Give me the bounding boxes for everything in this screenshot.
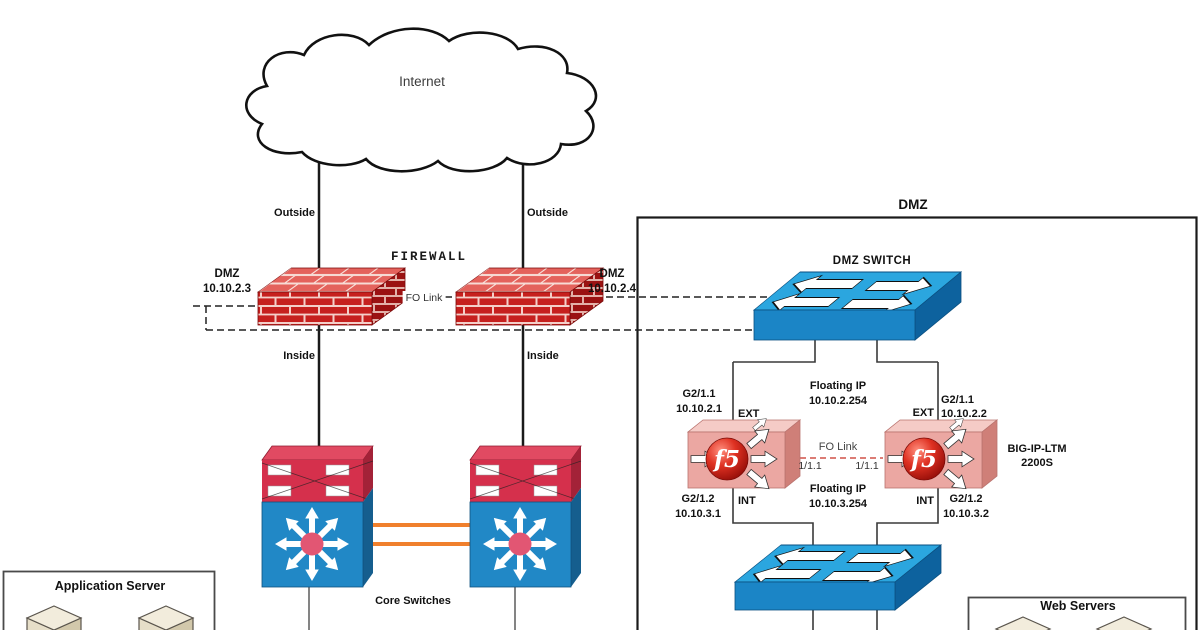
f5-folink-port-right: 1/1.1	[855, 460, 879, 472]
f5-model-label: BIG-IP-LTM 2200S	[1007, 442, 1066, 470]
ip: 10.10.3.1	[675, 507, 721, 520]
f5-folink-port-left: 1/1.1	[798, 460, 822, 472]
web-servers-title: Web Servers	[1040, 599, 1116, 613]
f5-right-int-port-label: G2/1.2 10.10.3.2	[943, 492, 989, 521]
core-interconnect-links	[367, 523, 472, 546]
ip: 10.10.2.1	[676, 402, 722, 415]
outside-label-right: Outside	[527, 207, 568, 219]
zone-name: DMZ	[599, 268, 625, 280]
internet-cloud-icon	[245, 27, 598, 173]
port: G2/1.2	[949, 493, 983, 505]
outside-label-left: Outside	[274, 207, 315, 219]
zone-ip: 10.10.2.3	[203, 283, 251, 295]
application-server-title: Application Server	[54, 579, 166, 593]
f5-logo-right: f5	[909, 446, 937, 473]
zone-name: DMZ	[214, 268, 240, 280]
core-downlinks	[308, 584, 516, 630]
link-dmzswitch-f5right-ext	[876, 340, 938, 363]
app-server-icon-1	[25, 605, 83, 630]
core-switch-right-icon	[469, 445, 582, 588]
f5-right-ext-port-label: G2/1.1 10.10.2.2	[941, 393, 987, 421]
app-server-icon-2	[137, 605, 195, 630]
ip: 10.10.2.2	[941, 408, 987, 420]
internet-label: Internet	[399, 74, 445, 89]
firewall-right-icon	[455, 267, 604, 326]
dmz-zone-border	[636, 216, 1198, 630]
model-number: 2200S	[1021, 457, 1053, 469]
floating-ip-title: Floating IP	[809, 380, 867, 392]
dmz-switch-icon	[752, 271, 963, 341]
core-switches-label: Core Switches	[375, 595, 451, 607]
f5-left-ext-label: EXT	[738, 408, 760, 420]
firewall-folink-label: FO Link	[402, 291, 446, 306]
f5-left-ext-port-label: G2/1.1 10.10.2.1	[676, 387, 722, 416]
model-name: BIG-IP-LTM	[1007, 443, 1067, 455]
f5-logo-left: f5	[712, 446, 740, 473]
web-server-icon-2	[1095, 616, 1153, 630]
firewall-title: FIREWALL	[390, 250, 468, 264]
port: G2/1.1	[682, 388, 716, 400]
dmz-zone-title: DMZ	[898, 197, 928, 212]
f5-left-icon: f5	[686, 414, 802, 496]
web-server-icon-1	[994, 616, 1052, 630]
f5-right-icon: f5	[883, 414, 999, 496]
firewall-left-dmz-label: DMZ 10.10.2.3	[203, 267, 251, 297]
f5-right-int-label: INT	[916, 495, 934, 507]
server-cubes	[25, 605, 1153, 630]
f5-left-int-port-label: G2/1.2 10.10.3.1	[675, 492, 721, 521]
floating-ip-value: 10.10.2.254	[808, 394, 868, 407]
port: G2/1.1	[941, 394, 975, 406]
firewall-right-dmz-label: DMZ 10.10.2.4	[588, 267, 636, 297]
application-server-box	[2, 570, 216, 630]
dmz-switch-label: DMZ SWITCH	[832, 255, 912, 267]
inside-label-left: Inside	[283, 350, 315, 362]
f5-folink-label: FO Link	[818, 441, 858, 453]
ip: 10.10.3.2	[943, 507, 989, 520]
link-dmzswitch-f5left-ext	[733, 340, 816, 363]
inside-label-right: Inside	[527, 350, 559, 362]
port: G2/1.2	[681, 493, 715, 505]
zone-ip: 10.10.2.4	[588, 283, 636, 295]
f5-right-ext-label: EXT	[912, 407, 934, 419]
web-servers-box	[967, 596, 1187, 630]
floating-ip-int-label: Floating IP 10.10.3.254	[809, 482, 867, 511]
floating-ip-value: 10.10.3.254	[808, 497, 868, 510]
floating-ip-title: Floating IP	[809, 483, 867, 495]
f5-left-int-label: INT	[738, 495, 756, 507]
firewall-left-icon	[257, 267, 406, 326]
floating-ip-ext-label: Floating IP 10.10.2.254	[809, 379, 867, 408]
dmz-bottom-switch-icon	[733, 544, 943, 611]
core-switch-left-icon	[261, 445, 374, 588]
